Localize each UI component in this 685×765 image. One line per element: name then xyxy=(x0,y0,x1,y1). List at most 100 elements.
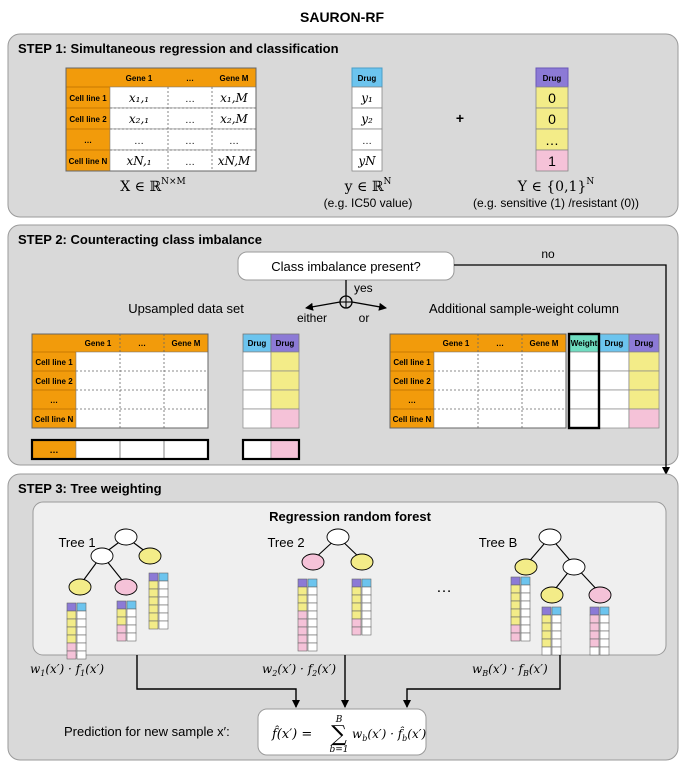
leaf-header-reg xyxy=(76,602,87,612)
leaf-reg-cell xyxy=(520,600,531,610)
leaf-class-cell xyxy=(116,624,127,634)
leaf-class-cell xyxy=(116,632,127,642)
leaf-reg-cell xyxy=(361,610,372,620)
upsampled-row-label: Cell line N xyxy=(35,415,74,424)
leaf-reg-cell xyxy=(307,642,318,652)
leaf-header-class xyxy=(148,572,159,582)
leaf-reg-cell xyxy=(361,594,372,604)
weighted-row-label: Cell line 1 xyxy=(393,358,431,367)
leaf-reg-cell xyxy=(76,642,87,652)
leaf-reg-cell xyxy=(76,618,87,628)
upsampled-drug-cell xyxy=(270,389,300,410)
upsampled-row-label: Cell line 2 xyxy=(35,377,73,386)
leaf-class-cell xyxy=(66,650,77,660)
response-value: y₁ xyxy=(360,91,373,105)
upsampled-drug-cell xyxy=(270,370,300,391)
step1-class-caption: (e.g. sensitive (1) /resistant (0)) xyxy=(473,196,639,210)
weight-column-cell xyxy=(568,389,600,410)
upsampled-header-label: Gene 1 xyxy=(85,339,112,348)
weighted-row-label: … xyxy=(408,396,416,405)
leaf-reg-cell xyxy=(599,646,610,656)
step2-title: STEP 2: Counteracting class imbalance xyxy=(18,232,262,247)
leaf-header-class xyxy=(297,578,308,588)
prediction-formula: f̂(x′) = ∑ B b=1 wb(x′) · f̂b(x′) xyxy=(271,715,426,755)
leaf-reg-cell xyxy=(76,634,87,644)
tree-node xyxy=(138,547,162,565)
forest-panel xyxy=(32,501,667,656)
leaf-class-cell xyxy=(297,586,308,596)
tree-node xyxy=(90,547,114,565)
leaf-reg-cell xyxy=(307,626,318,636)
regression-drug-column-cell xyxy=(598,408,630,429)
leaf-reg-cell xyxy=(307,586,318,596)
matrix-value: … xyxy=(185,94,195,105)
response-value: yN xyxy=(357,154,376,168)
upsampled-drug-cell xyxy=(242,370,272,391)
leaf-header-class xyxy=(510,576,521,586)
step2-either-arrow xyxy=(305,301,341,311)
leaf-reg-cell xyxy=(307,618,318,628)
tree-node xyxy=(326,528,350,546)
upsampled-drug-cell xyxy=(242,351,272,372)
step2-yes-label: yes xyxy=(354,281,373,295)
leaf-class-cell xyxy=(589,646,600,656)
leaf-reg-cell xyxy=(307,610,318,620)
class-value: 0 xyxy=(548,90,556,106)
upsampled-drug-cell xyxy=(242,389,272,410)
upsampled-drug-cell xyxy=(270,408,300,429)
upsampled-row-label: … xyxy=(50,396,58,405)
step1-class-formula: Y ∈ {0,1}N xyxy=(517,177,595,195)
leaf-reg-cell xyxy=(76,626,87,636)
leaf-class-cell xyxy=(297,618,308,628)
upsampled-extra-label: … xyxy=(50,445,59,455)
leaf-class-cell xyxy=(116,616,127,626)
leaf-reg-cell xyxy=(126,632,137,642)
upsampled-extra-data xyxy=(75,439,209,460)
leaf-reg-cell xyxy=(520,624,531,634)
regression-drug-column-cell xyxy=(598,370,630,391)
leaf-reg-cell xyxy=(361,626,372,636)
leaf-class-cell xyxy=(510,592,521,602)
leaf-reg-cell xyxy=(520,632,531,642)
leaf-class-cell xyxy=(148,588,159,598)
figure-title: SAURON-RF xyxy=(300,9,384,25)
tree-node xyxy=(301,553,325,571)
regression-drug-column-label: Drug xyxy=(605,339,624,348)
prediction-label: Prediction for new sample x′: xyxy=(64,724,230,739)
leaf-reg-cell xyxy=(361,618,372,628)
leaf-header-reg xyxy=(126,600,137,610)
leaf-class-cell xyxy=(510,608,521,618)
weight-column-label: Weight xyxy=(571,339,598,348)
tree-2-weight-formula: w2(x′) · f2(x′) xyxy=(262,662,336,678)
tree-node xyxy=(114,528,138,546)
forest-ellipsis: … xyxy=(436,579,452,596)
matrix-value: xN,₁ xyxy=(126,154,151,168)
leaf-reg-cell xyxy=(551,646,562,656)
leaf-class-cell xyxy=(297,634,308,644)
leaf-header-class xyxy=(589,606,600,616)
tree-node xyxy=(538,528,562,546)
leaf-class-cell xyxy=(66,618,77,628)
tree-node xyxy=(68,578,92,596)
leaf-reg-cell xyxy=(307,602,318,612)
leaf-class-cell xyxy=(66,610,77,620)
class-cell xyxy=(535,149,569,172)
leaf-reg-cell xyxy=(307,594,318,604)
leaf-class-cell xyxy=(351,618,362,628)
sum-upper-limit: B xyxy=(335,715,343,725)
leaf-class-cell xyxy=(148,580,159,590)
step3-title: STEP 3: Tree weighting xyxy=(18,481,162,496)
leaf-reg-cell xyxy=(158,604,169,614)
tree-1-arrow xyxy=(136,655,300,708)
leaf-reg-cell xyxy=(307,634,318,644)
upsampled-extra-border xyxy=(30,438,210,461)
leaf-class-cell xyxy=(589,638,600,648)
leaf-reg-cell xyxy=(76,650,87,660)
leaf-class-cell xyxy=(541,614,552,624)
matrix-value: … xyxy=(185,136,195,147)
upsampled-drug-cell xyxy=(242,408,272,429)
leaf-header-class xyxy=(116,600,127,610)
leaf-header-class xyxy=(541,606,552,616)
leaf-reg-cell xyxy=(361,602,372,612)
